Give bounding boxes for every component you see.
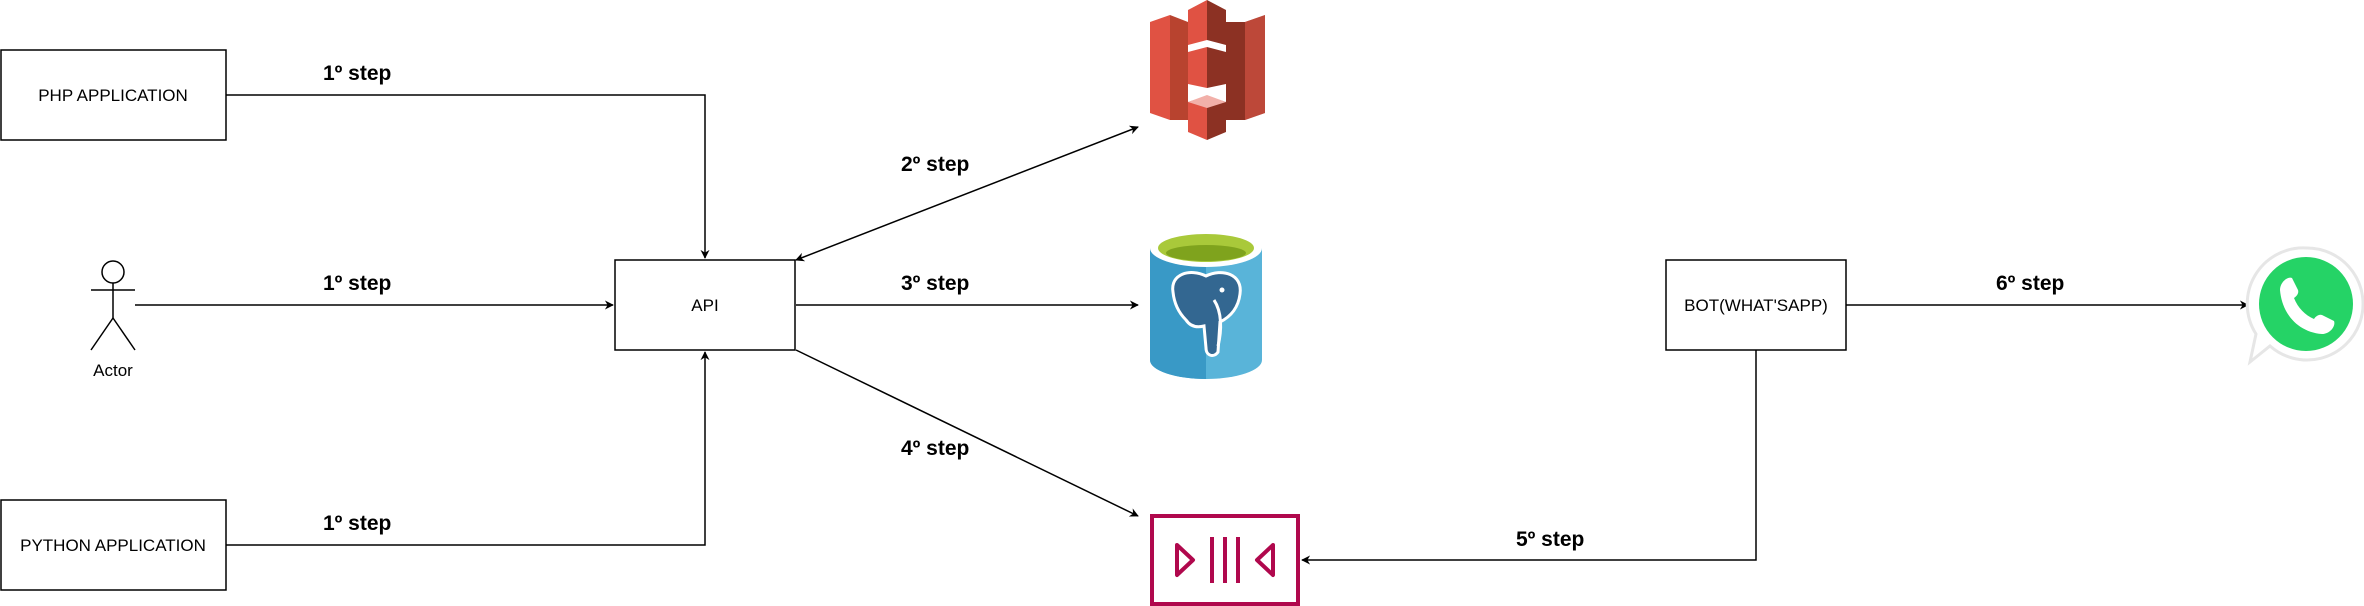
edge-python-to-api [226, 351, 710, 546]
step-label-s3: 2º step [901, 153, 969, 176]
step-label-queue: 4º step [901, 437, 969, 460]
step-label-postgres: 3º step [901, 272, 969, 295]
edge-api-queue [795, 349, 1139, 517]
step-label-php: 1º step [323, 62, 391, 85]
step-label-whatsapp: 6º step [1996, 272, 2064, 295]
whatsapp-icon [2245, 246, 2364, 366]
api-label: API [691, 296, 718, 315]
postgresql-database-icon [1150, 229, 1262, 379]
edge-bot-to-queue [1301, 350, 1757, 565]
actor-stick-figure-icon [90, 260, 136, 351]
php-application-label: PHP APPLICATION [38, 86, 188, 105]
step-label-python: 1º step [323, 512, 391, 535]
step-label-actor: 1º step [323, 272, 391, 295]
api-node[interactable]: API [614, 259, 796, 351]
python-application-node[interactable]: PYTHON APPLICATION [0, 499, 227, 591]
edges [135, 94, 2249, 565]
bot-whatsapp-label: BOT(WHAT'SAPP) [1684, 296, 1828, 315]
actor-label: Actor [93, 361, 133, 380]
aws-s3-bucket-icon [1150, 0, 1265, 140]
actor-node[interactable]: Actor [90, 260, 136, 380]
edge-api-s3 [795, 125, 1139, 262]
python-application-label: PYTHON APPLICATION [20, 536, 206, 555]
edge-php-to-api [226, 94, 710, 259]
edge-labels: 1º step 1º step 1º step 2º step 3º step … [323, 62, 2064, 551]
step-label-bot-queue: 5º step [1516, 528, 1584, 551]
php-application-node[interactable]: PHP APPLICATION [0, 49, 227, 141]
bot-whatsapp-node[interactable]: BOT(WHAT'SAPP) [1665, 259, 1847, 351]
message-queue-icon [1150, 514, 1300, 606]
